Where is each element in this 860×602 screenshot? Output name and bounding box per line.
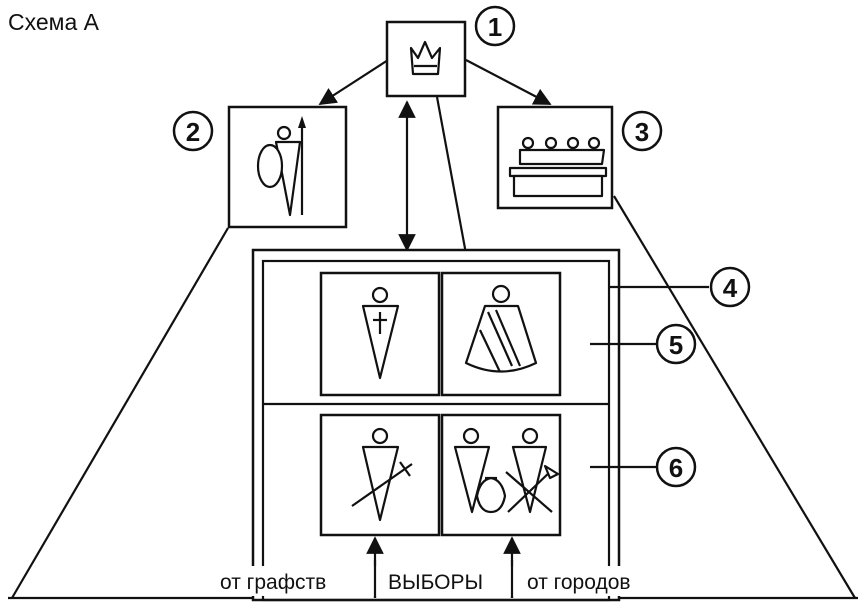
svg-text:4: 4: [723, 273, 738, 303]
pyramid-left-edge: [11, 227, 229, 599]
label-from-counties: от графств: [220, 571, 326, 594]
elections-label-bg: [215, 566, 665, 596]
pyramid-right-edge: [613, 195, 856, 599]
parliament-frame-inner: [261, 259, 611, 602]
callout-5: 5: [655, 323, 697, 365]
label-from-towns: от городов: [527, 571, 631, 594]
lord-icon: [464, 284, 538, 373]
diagram-title: Схема А: [8, 9, 100, 35]
label-elections: ВЫБОРЫ: [388, 571, 483, 594]
svg-text:6: 6: [669, 453, 683, 483]
svg-text:5: 5: [669, 330, 683, 360]
arrow-king-to-council: [318, 59, 389, 105]
svg-text:3: 3: [635, 117, 649, 147]
townsfolk-icon: [453, 427, 560, 514]
knight-icon: [351, 427, 413, 522]
callout-3: 3: [621, 110, 663, 152]
callout-2: 2: [172, 110, 214, 152]
svg-text:1: 1: [488, 12, 502, 42]
callout-1: 1: [474, 5, 516, 47]
warrior-icon: [256, 116, 306, 217]
arrow-king-to-lords: [435, 96, 475, 272]
arrow-king-to-court: [465, 59, 552, 105]
house-of-lords: [319, 271, 562, 397]
callout-4: 4: [709, 266, 751, 308]
bishop-icon: [361, 286, 400, 380]
judges-icon: [508, 136, 608, 198]
king-box: [385, 20, 467, 98]
council-box: [227, 105, 348, 229]
callout-6: 6: [655, 446, 697, 488]
svg-text:2: 2: [186, 117, 200, 147]
court-box: [496, 105, 614, 210]
house-of-commons: [319, 413, 562, 537]
crown-icon: [409, 40, 442, 76]
